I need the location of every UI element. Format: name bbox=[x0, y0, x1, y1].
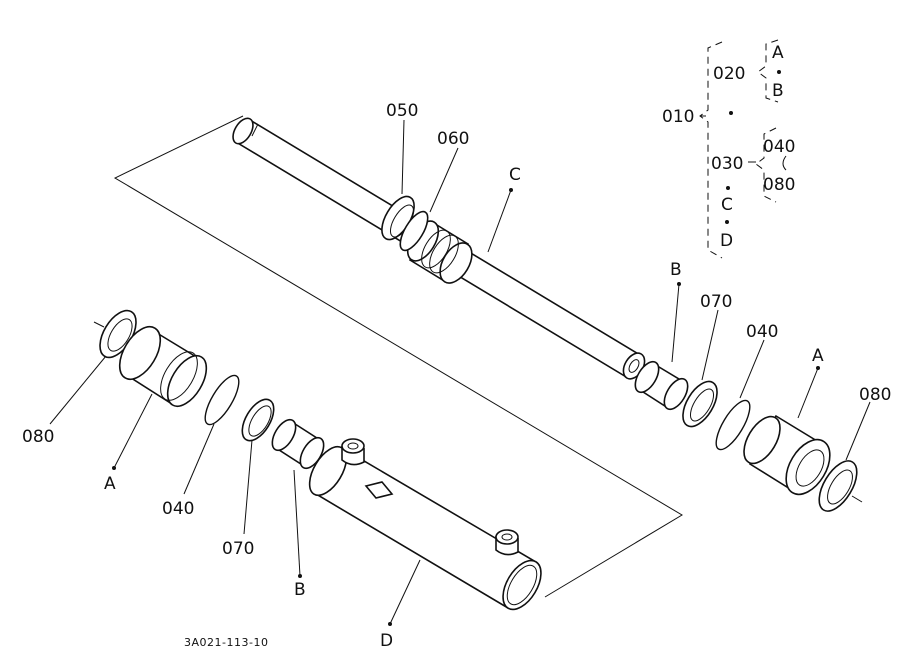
wiper-080-left bbox=[93, 309, 137, 359]
tree-root-label: 010 bbox=[662, 107, 694, 127]
assembly-frame bbox=[113, 115, 683, 598]
oring-040-left bbox=[204, 374, 240, 426]
callout-labels: 050 060 C B 070 040 A 080 080 A 040 070 … bbox=[22, 101, 891, 651]
callout-a-right: A bbox=[812, 346, 824, 366]
oring-040-right bbox=[715, 399, 751, 451]
tree-dot bbox=[726, 186, 730, 190]
callout-080-left: 080 bbox=[22, 427, 54, 447]
tree-item-b: B bbox=[772, 81, 784, 101]
tree-item-080: 080 bbox=[763, 175, 795, 195]
callout-c: C bbox=[509, 165, 521, 185]
tree-020-label: 020 bbox=[713, 64, 745, 84]
leader-dots bbox=[112, 188, 820, 626]
gland-a-right bbox=[743, 414, 831, 496]
bushing-b-left bbox=[271, 418, 325, 470]
parts-tree: 010 020 030 A B 040 080 C D bbox=[662, 39, 795, 259]
tree-item-c: C bbox=[721, 195, 733, 215]
callout-080-right: 080 bbox=[859, 385, 891, 405]
callout-050: 050 bbox=[386, 101, 418, 121]
tree-brace-030 bbox=[755, 127, 777, 203]
tree-item-d: D bbox=[720, 231, 733, 251]
callout-b-right: B bbox=[670, 260, 682, 280]
seal-070-left bbox=[241, 398, 275, 442]
tree-dot bbox=[777, 70, 781, 74]
gland-a-left bbox=[118, 326, 208, 408]
tree-dot bbox=[725, 220, 729, 224]
seal-070-right bbox=[682, 380, 718, 428]
tree-030-label: 030 bbox=[711, 154, 743, 174]
callout-040-right: 040 bbox=[746, 322, 778, 342]
tree-item-040: 040 bbox=[763, 137, 795, 157]
callout-040-left: 040 bbox=[162, 499, 194, 519]
tree-connector bbox=[782, 155, 787, 171]
tree-item-a: A bbox=[772, 43, 784, 63]
leader-lines bbox=[49, 119, 871, 625]
tree-brace-020 bbox=[757, 39, 779, 103]
bushing-b-right bbox=[634, 360, 689, 411]
callout-070-right: 070 bbox=[700, 292, 732, 312]
callout-070-left: 070 bbox=[222, 539, 254, 559]
tree-dot bbox=[729, 111, 733, 115]
callout-b-left: B bbox=[294, 580, 306, 600]
piston-rod bbox=[232, 117, 646, 380]
cylinder-tube bbox=[308, 438, 542, 611]
drawing-code: 3A021-113-10 bbox=[184, 636, 268, 649]
oring-060 bbox=[399, 210, 429, 252]
callout-d: D bbox=[380, 631, 393, 651]
callout-a-left: A bbox=[104, 474, 116, 494]
callout-060: 060 bbox=[437, 129, 469, 149]
wiper-080-right bbox=[818, 460, 863, 512]
